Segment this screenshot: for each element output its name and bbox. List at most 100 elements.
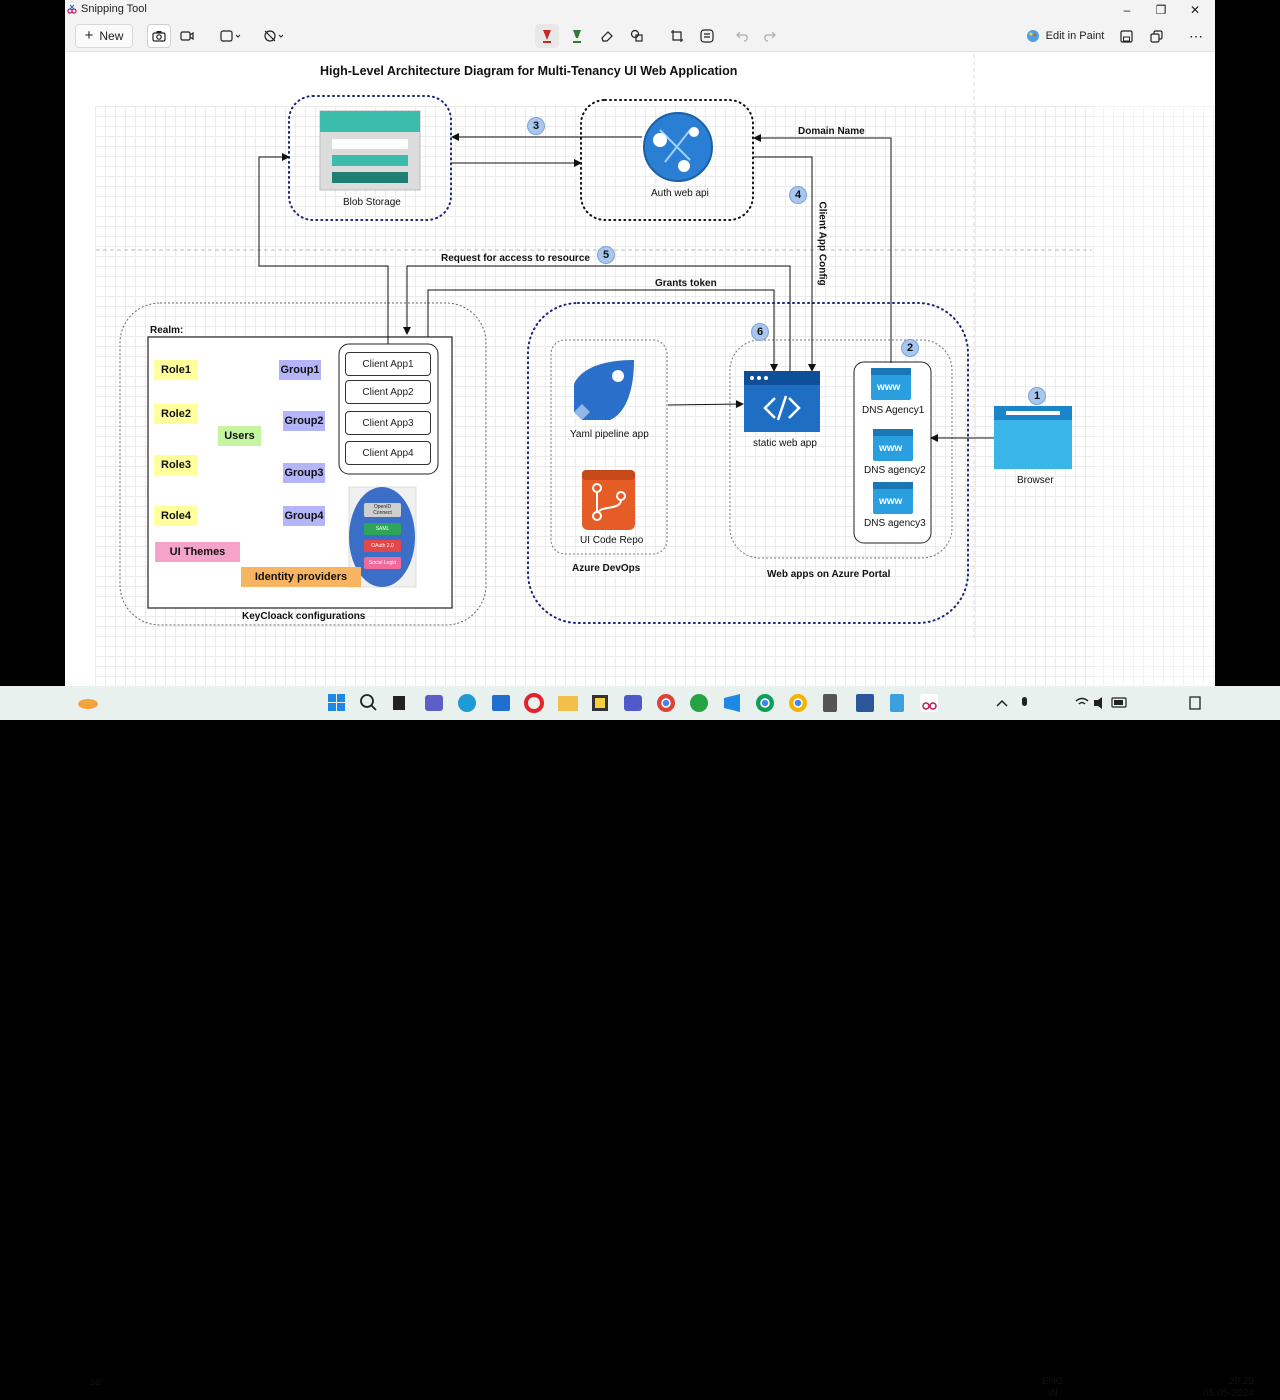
edit-in-paint-button[interactable]: Edit in Paint bbox=[1023, 24, 1107, 48]
crop-button[interactable] bbox=[665, 24, 689, 48]
openid-connect-label: OpenID Connect bbox=[373, 504, 392, 516]
notification-icon bbox=[1189, 696, 1201, 710]
web-apps-container bbox=[729, 339, 953, 559]
language-indicator[interactable]: ENG IN bbox=[1042, 1376, 1064, 1400]
copy-button[interactable] bbox=[1145, 24, 1167, 48]
word-icon bbox=[856, 694, 874, 712]
diagram-grid-margin bbox=[1093, 106, 1215, 686]
realm-label: Realm: bbox=[150, 325, 184, 336]
file-explorer-icon bbox=[558, 696, 578, 711]
snipping-tool-icon bbox=[67, 4, 77, 14]
save-icon bbox=[1119, 29, 1133, 43]
arrow-pipeline-to-static bbox=[667, 400, 744, 409]
www-label-1: www bbox=[877, 382, 901, 393]
new-label: New bbox=[99, 29, 124, 43]
client-app-config-label: Client App Config bbox=[816, 201, 828, 286]
redo-icon bbox=[764, 31, 776, 42]
www-label-2: www bbox=[879, 443, 903, 454]
role2-box: Role2 bbox=[154, 404, 198, 424]
step-badge-2: 2 bbox=[901, 339, 919, 357]
rectangle-snip-icon bbox=[220, 30, 241, 42]
request-access-label: Request for access to resource bbox=[441, 253, 590, 264]
screenshot-mode-button[interactable] bbox=[147, 24, 171, 48]
grants-token-label: Grants token bbox=[655, 278, 717, 289]
system-clock[interactable]: 20:29 05-05-2024 bbox=[1203, 1376, 1254, 1400]
blob-storage-icon bbox=[319, 110, 421, 191]
delay-dropdown[interactable] bbox=[259, 24, 289, 48]
browser-icon bbox=[994, 406, 1072, 469]
dns-agency1-icon bbox=[871, 368, 911, 400]
teams-icon bbox=[624, 695, 642, 711]
edge-icon bbox=[458, 694, 476, 712]
client-app1: Client App1 bbox=[345, 352, 431, 376]
save-button[interactable] bbox=[1115, 24, 1137, 48]
saml-label: SAML bbox=[375, 526, 390, 532]
ui-code-repo-label: UI Code Repo bbox=[580, 535, 644, 546]
azure-devops-container bbox=[550, 339, 668, 555]
task-view-icon bbox=[393, 696, 405, 710]
volume-icon bbox=[1094, 697, 1102, 709]
more-icon: ⋯ bbox=[1189, 27, 1203, 44]
chevron-up-icon bbox=[996, 699, 1008, 707]
dns-agency2-icon bbox=[873, 429, 913, 461]
windows-taskbar: 38° ENG IN 20:29 05-05-2024 bbox=[0, 686, 1280, 1399]
battery-icon bbox=[1111, 697, 1127, 708]
role1-box: Role1 bbox=[154, 360, 198, 380]
undo-button[interactable] bbox=[731, 24, 755, 48]
highlighter-button[interactable] bbox=[565, 24, 589, 48]
text-actions-button[interactable] bbox=[695, 24, 719, 48]
language-line1: ENG bbox=[1042, 1376, 1064, 1387]
oauth-label: OAuth 2.0 bbox=[371, 543, 394, 549]
group1-box: Group1 bbox=[279, 360, 321, 380]
plus-icon: + bbox=[84, 27, 94, 44]
minimize-button[interactable]: – bbox=[1123, 3, 1131, 17]
dns-agency3-label: DNS agency3 bbox=[864, 518, 926, 529]
dns-agency3-icon bbox=[873, 482, 913, 514]
chrome-icon bbox=[657, 694, 675, 712]
arrow-client-app-config bbox=[753, 156, 816, 372]
role4-box: Role4 bbox=[154, 506, 198, 526]
text-actions-icon bbox=[700, 29, 714, 43]
chrome-profile-2-icon bbox=[789, 694, 807, 712]
video-icon bbox=[180, 31, 194, 41]
social-login-label: Social Login bbox=[368, 560, 397, 566]
keycloak-container bbox=[119, 302, 487, 626]
start-icon bbox=[328, 694, 345, 711]
group2-box: Group2 bbox=[283, 411, 325, 431]
maximize-button[interactable]: ❐ bbox=[1155, 3, 1167, 17]
step-badge-3: 3 bbox=[527, 117, 545, 135]
auth-web-api-icon bbox=[643, 112, 713, 182]
copy-icon bbox=[1149, 29, 1163, 43]
diagram-connectors bbox=[96, 54, 1092, 638]
dns-agency1-label: DNS Agency1 bbox=[862, 405, 925, 416]
shapes-button[interactable] bbox=[625, 24, 649, 48]
architecture-diagram: High-Level Architecture Diagram for Mult… bbox=[96, 54, 1092, 638]
video-mode-button[interactable] bbox=[175, 24, 199, 48]
static-web-app-label: static web app bbox=[753, 438, 817, 449]
client-app2: Client App2 bbox=[345, 380, 431, 404]
step-badge-1: 1 bbox=[1028, 387, 1046, 405]
no-delay-icon bbox=[264, 30, 284, 42]
client-app4: Client App4 bbox=[345, 441, 431, 465]
redo-button[interactable] bbox=[757, 24, 781, 48]
ballpoint-pen-button[interactable] bbox=[535, 24, 559, 48]
shapes-icon bbox=[630, 29, 643, 42]
users-box: Users bbox=[218, 426, 261, 446]
close-button[interactable]: ✕ bbox=[1189, 3, 1201, 17]
ui-themes-box: UI Themes bbox=[155, 542, 240, 562]
azure-pipelines-icon bbox=[574, 360, 634, 420]
identity-providers-box: Identity providers bbox=[241, 567, 361, 587]
camera-icon bbox=[152, 31, 166, 42]
blob-storage-label: Blob Storage bbox=[343, 197, 401, 208]
arrow-grants-token bbox=[427, 289, 778, 372]
clock-date: 05-05-2024 bbox=[1202, 1388, 1254, 1399]
snip-shape-dropdown[interactable] bbox=[215, 24, 247, 48]
language-line2: IN bbox=[1047, 1388, 1058, 1399]
auth-web-api-label: Auth web api bbox=[651, 188, 709, 199]
opera-icon bbox=[524, 693, 544, 713]
more-options-button[interactable]: ⋯ bbox=[1185, 24, 1207, 48]
dns-agency2-label: DNS agency2 bbox=[864, 465, 926, 476]
group4-box: Group4 bbox=[283, 506, 325, 526]
new-button[interactable]: + New bbox=[75, 24, 133, 48]
eraser-button[interactable] bbox=[595, 24, 619, 48]
